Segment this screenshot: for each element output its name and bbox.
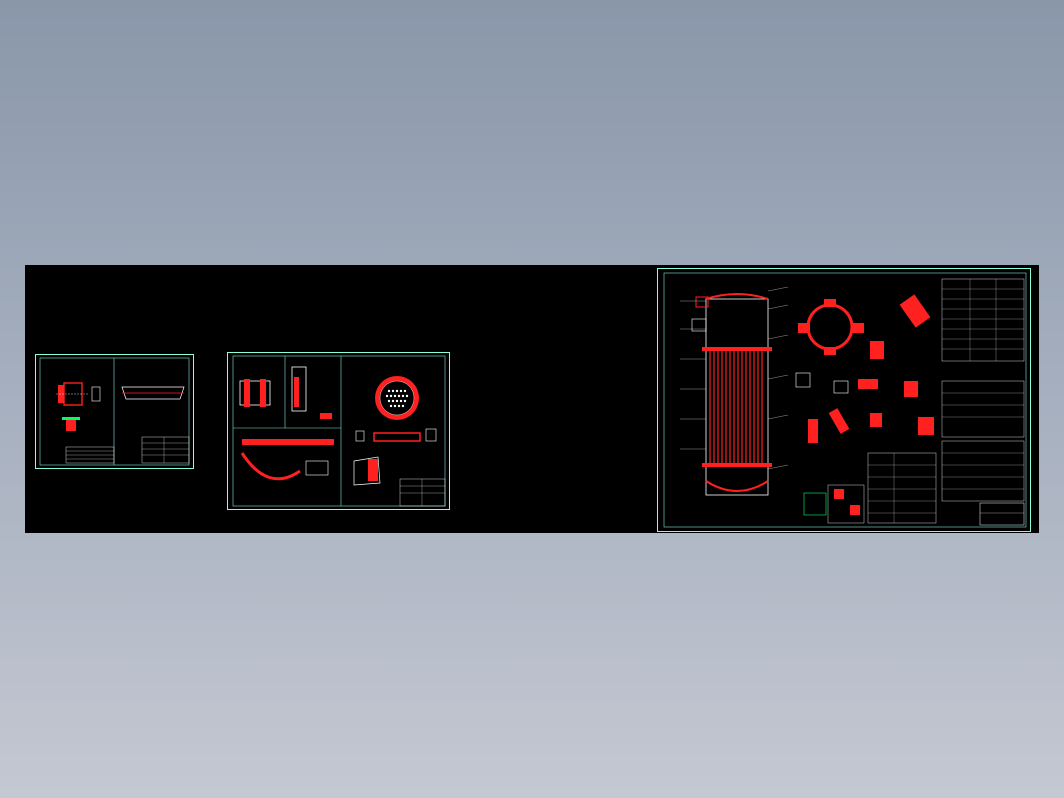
drawing-sheet-3[interactable] [657,268,1031,532]
drawing-sheet-1[interactable] [35,354,194,469]
drawing-sheet-2[interactable] [227,352,450,510]
sheet-3-graphics [663,272,1027,528]
sheet-1-graphics [39,357,190,466]
sheet-2-graphics [232,355,446,507]
cad-model-space[interactable] [25,265,1039,533]
